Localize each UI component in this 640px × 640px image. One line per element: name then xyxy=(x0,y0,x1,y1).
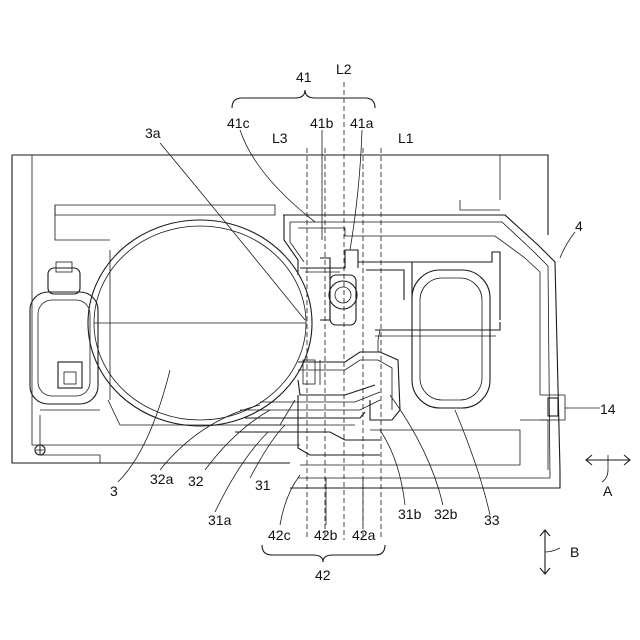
label-L2: L2 xyxy=(336,61,352,77)
center-lines xyxy=(307,82,381,540)
accumulator-left xyxy=(30,262,100,455)
label-32a: 32a xyxy=(150,471,174,487)
label-32: 32 xyxy=(188,473,204,489)
label-L1: L1 xyxy=(398,130,414,146)
leader-lines xyxy=(118,130,600,525)
label-31b: 31b xyxy=(398,506,422,522)
label-32b: 32b xyxy=(434,506,458,522)
label-B: B xyxy=(570,544,579,560)
label-3: 3 xyxy=(110,483,118,499)
label-41: 41 xyxy=(296,69,312,85)
label-42a: 42a xyxy=(352,527,376,543)
pipe-assembly xyxy=(235,250,500,455)
label-L3: L3 xyxy=(272,130,288,146)
label-33: 33 xyxy=(484,512,500,528)
label-31: 31 xyxy=(255,477,271,493)
label-41a: 41a xyxy=(350,115,374,131)
compressor-3 xyxy=(88,220,312,426)
label-4: 4 xyxy=(575,218,583,234)
label-42: 42 xyxy=(315,567,331,583)
brace-41 xyxy=(232,90,375,108)
arrow-B xyxy=(540,530,560,574)
label-31a: 31a xyxy=(208,512,232,528)
label-14: 14 xyxy=(600,401,616,417)
label-41c: 41c xyxy=(227,115,250,131)
brace-42 xyxy=(262,545,385,562)
label-3a: 3a xyxy=(145,125,161,141)
label-41b: 41b xyxy=(310,115,334,131)
label-42c: 42c xyxy=(268,527,291,543)
arrow-A xyxy=(586,455,630,482)
label-42b: 42b xyxy=(314,527,338,543)
housing-outline xyxy=(12,155,548,463)
label-A: A xyxy=(603,483,613,499)
